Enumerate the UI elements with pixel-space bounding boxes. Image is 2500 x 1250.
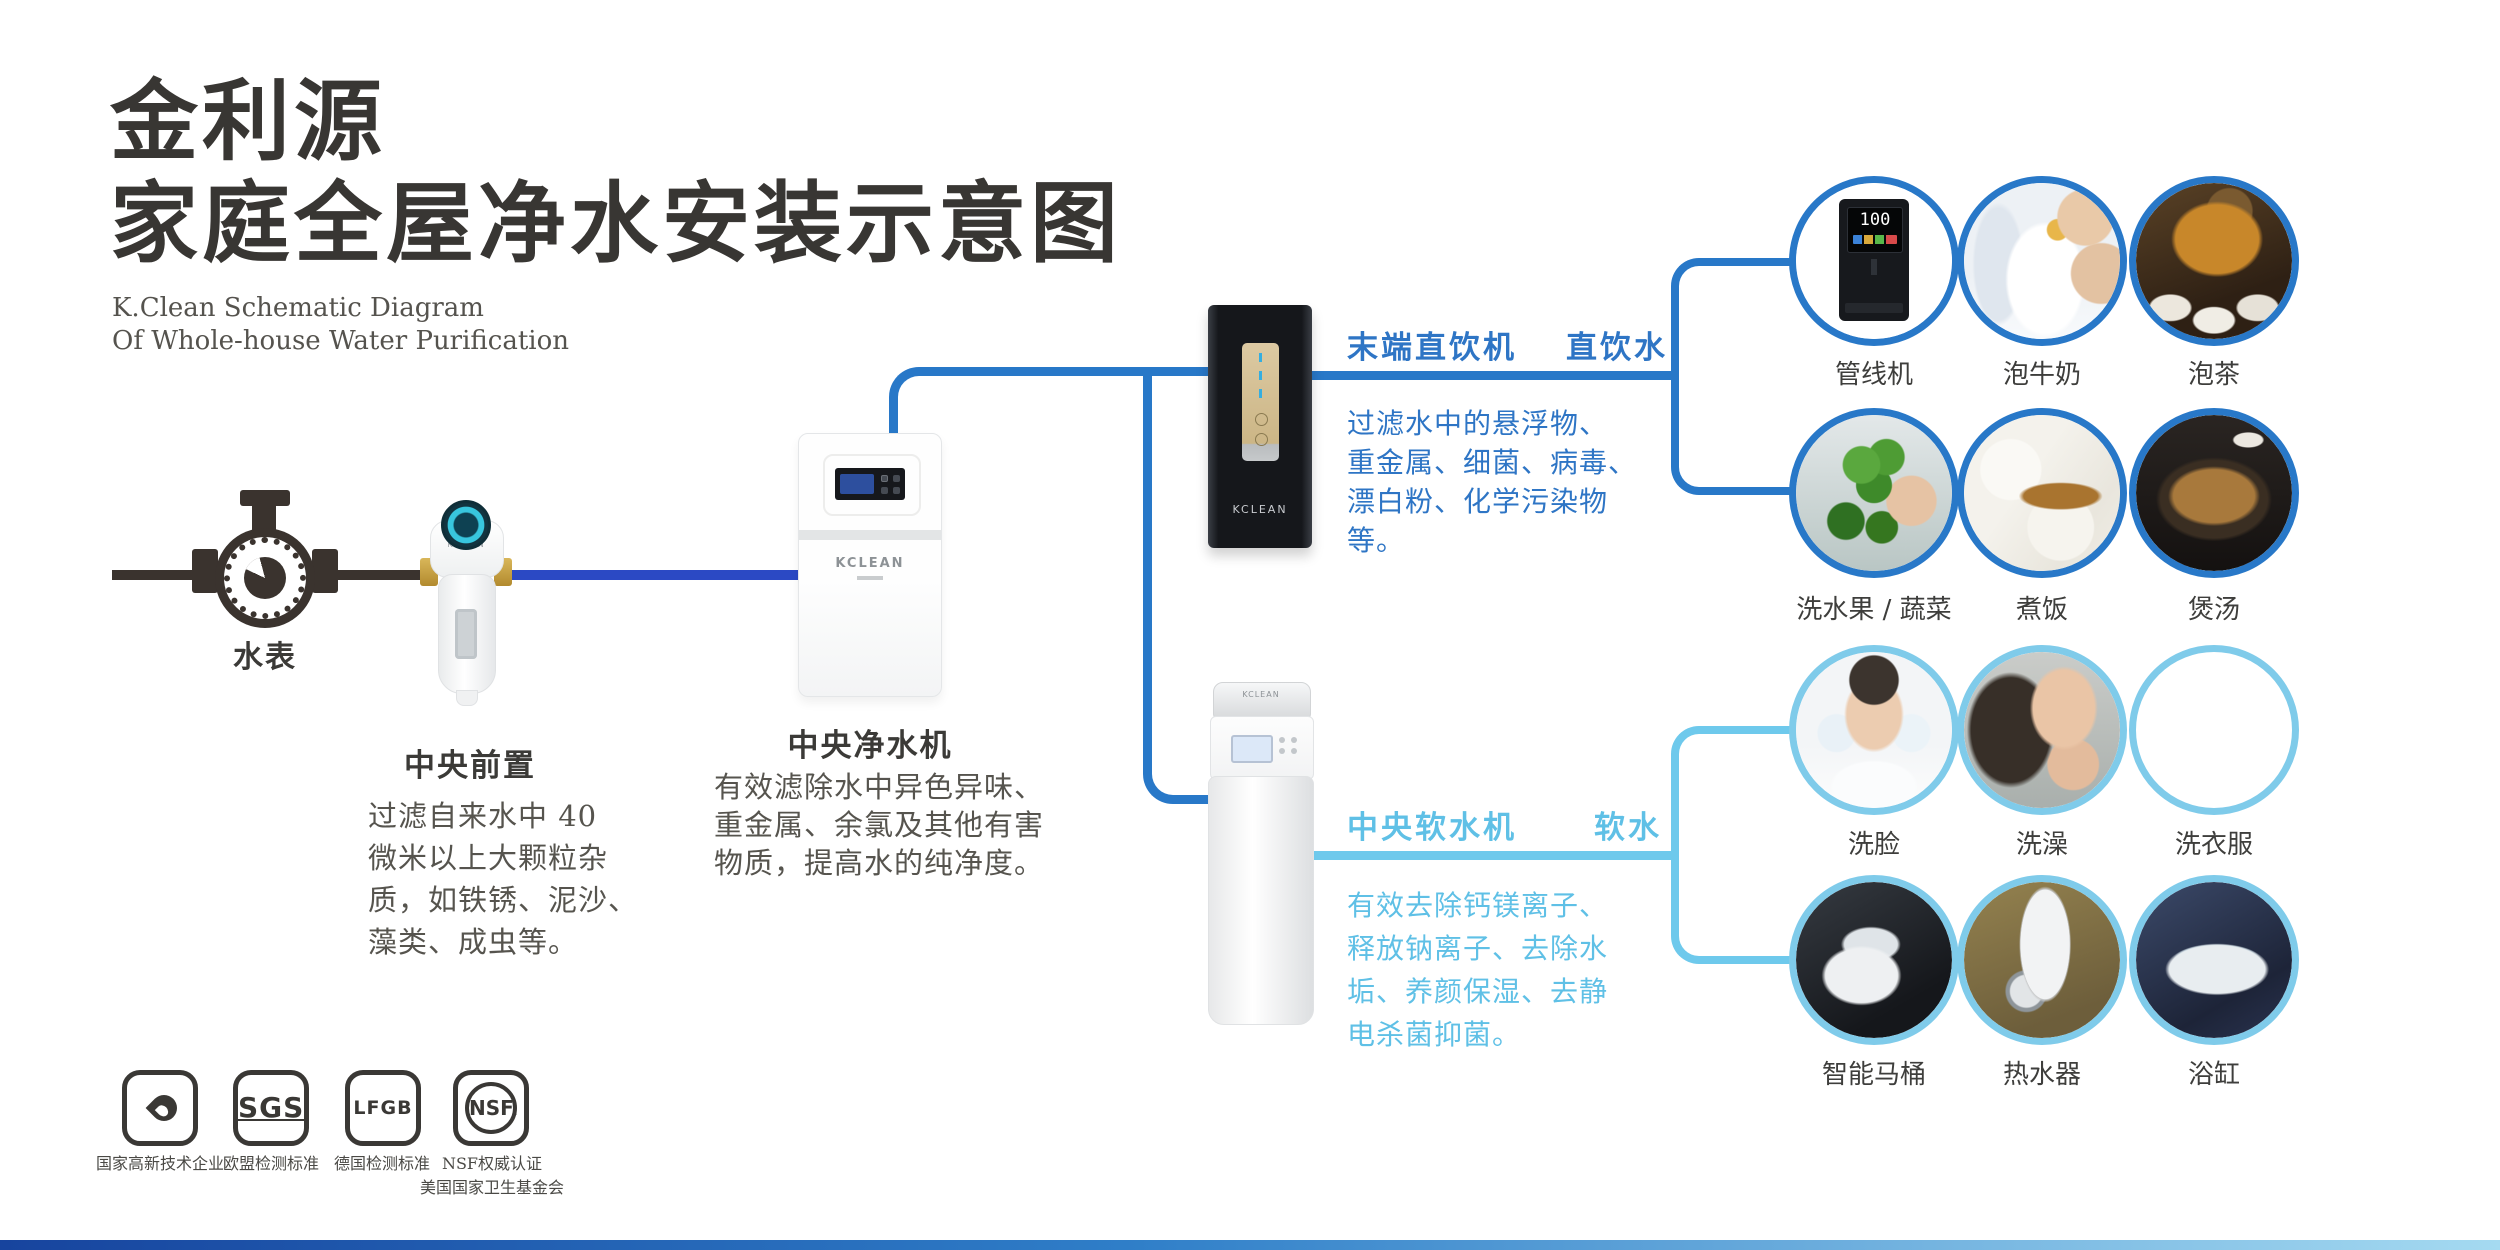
diagram-title: 家庭全屋净水安装示意图 — [110, 171, 1123, 275]
page-title: 金利源 家庭全屋净水安装示意图 — [110, 70, 1122, 274]
soup-photo — [2136, 415, 2292, 571]
page-subtitle: K.Clean Schematic Diagram Of Whole-house… — [112, 292, 569, 358]
terminal-brand-logo: KCLEAN — [1232, 503, 1288, 516]
purifier-name: 中央净水机 — [787, 728, 953, 764]
terminal-description: 过滤水中的悬浮物、 重金属、细菌、病毒、 漂白粉、化学污染物 等。 — [1347, 407, 1638, 557]
water-heater-photo — [1964, 882, 2120, 1038]
use-circle-soup — [2129, 408, 2299, 578]
pipe-junction-to-softener — [1143, 371, 1222, 804]
rice-photo — [1964, 415, 2120, 571]
use-circle-laundry — [2129, 645, 2299, 815]
use-circle-milk — [1957, 176, 2127, 346]
subtitle-line-2: Of Whole-house Water Purification — [112, 326, 569, 356]
use-circle-water-heater — [1957, 875, 2127, 1045]
flame-icon — [145, 1089, 183, 1127]
shower-photo — [1964, 652, 2120, 808]
softener-control-head — [1210, 716, 1314, 780]
pipe-prefilter-to-purifier — [500, 570, 800, 580]
use-label-milk: 泡牛奶 — [2002, 360, 2081, 390]
use-circle-tea — [2129, 176, 2299, 346]
milk-photo — [1964, 183, 2120, 339]
central-purifier-device: KCLEAN — [798, 433, 942, 697]
softener-device: KCLEAN — [1208, 682, 1314, 1025]
branch-soft-bracket — [1671, 726, 1792, 964]
footer-accent-bar — [0, 1240, 2500, 1250]
pre-filter-gauge-icon — [441, 500, 491, 550]
use-label-smart-toilet: 智能马桶 — [1821, 1060, 1926, 1090]
purifier-brand-logo: KCLEAN — [835, 556, 905, 571]
brand-title: 金利源 — [110, 69, 387, 173]
pipe-terminal-to-branch — [1312, 371, 1672, 380]
use-label-tea: 泡茶 — [2187, 360, 2240, 390]
use-label-rice: 煮饭 — [2015, 595, 2068, 625]
sgs-logo: SGS — [238, 1091, 305, 1124]
use-circle-shower — [1957, 645, 2127, 815]
water-meter-label: 水表 — [233, 640, 297, 675]
cert-sgs-label: 欧盟检测标准 — [222, 1154, 319, 1173]
pre-filter-description: 过滤自来水中 40 微米以上大颗粒杂 质，如铁锈、泥沙、 藻类、成虫等。 — [368, 799, 639, 959]
lfgb-logo: LFGB — [353, 1097, 413, 1119]
pre-filter-cartridge-window — [455, 609, 477, 659]
cert-lfgb-label: 德国检测标准 — [333, 1154, 430, 1173]
pipeline-machine-photo: 100 — [1796, 183, 1952, 339]
tea-photo — [2136, 183, 2292, 339]
purifier-display-panel — [823, 454, 921, 516]
cert-hightech-icon — [122, 1070, 198, 1146]
subtitle-line-1: K.Clean Schematic Diagram — [112, 293, 484, 323]
soft-water-label: 软水 — [1594, 810, 1662, 846]
use-circle-face-wash — [1789, 645, 1959, 815]
pipe-purifier-riser — [889, 367, 1217, 446]
use-circle-rice — [1957, 408, 2127, 578]
use-label-laundry: 洗衣服 — [2174, 830, 2253, 860]
bathtub-photo — [2136, 882, 2292, 1038]
pipeline-display-value: 100 — [1859, 210, 1891, 230]
use-label-bathtub: 浴缸 — [2187, 1060, 2240, 1090]
purifier-description: 有效滤除水中异色异味、 重金属、余氯及其他有害 物质，提高水的纯净度。 — [714, 770, 1045, 880]
cert-nsf-label: NSF权威认证 美国国家卫生基金会 — [419, 1154, 564, 1197]
cert-lfgb-icon: LFGB — [345, 1070, 421, 1146]
use-circle-wash-vegetables — [1789, 408, 1959, 578]
softener-name: 中央软水机 — [1347, 810, 1517, 846]
drinking-water-label: 直饮水 — [1566, 330, 1668, 366]
wash-vegetables-photo — [1796, 415, 1952, 571]
nsf-logo: NSF. — [469, 1096, 519, 1120]
cert-hightech-label: 国家高新技术企业 — [95, 1154, 224, 1173]
softener-brand-logo: KCLEAN — [1242, 690, 1280, 699]
pre-filter-name: 中央前置 — [404, 748, 536, 784]
use-label-wash-vegetables: 洗水果 / 蔬菜 — [1796, 595, 1952, 625]
softener-description: 有效去除钙镁离子、 释放钠离子、去除水 垢、养颜保湿、去静 电杀菌抑菌。 — [1347, 889, 1609, 1051]
use-circle-smart-toilet — [1789, 875, 1959, 1045]
cert-sgs-icon: SGS — [233, 1070, 309, 1146]
terminal-drinking-device: KCLEAN — [1208, 305, 1312, 548]
branch-drinking-bracket — [1671, 258, 1792, 495]
use-circle-bathtub — [2129, 875, 2299, 1045]
terminal-name: 末端直饮机 — [1347, 330, 1517, 366]
use-circle-pipeline-machine: 100 — [1789, 176, 1959, 346]
terminal-control-strip — [1242, 343, 1279, 461]
smart-toilet-photo — [1796, 882, 1952, 1038]
use-label-water-heater: 热水器 — [2002, 1060, 2081, 1090]
cert-nsf-icon: NSF. — [453, 1070, 529, 1146]
use-label-soup: 煲汤 — [2187, 595, 2240, 625]
face-wash-photo — [1796, 652, 1952, 808]
use-label-face-wash: 洗脸 — [1847, 830, 1900, 860]
use-label-shower: 洗澡 — [2015, 830, 2068, 860]
water-meter-cap — [240, 490, 290, 506]
laundry-photo — [2136, 652, 2292, 808]
pipe-softener-to-branch — [1313, 851, 1672, 860]
use-label-pipeline-machine: 管线机 — [1834, 360, 1913, 390]
